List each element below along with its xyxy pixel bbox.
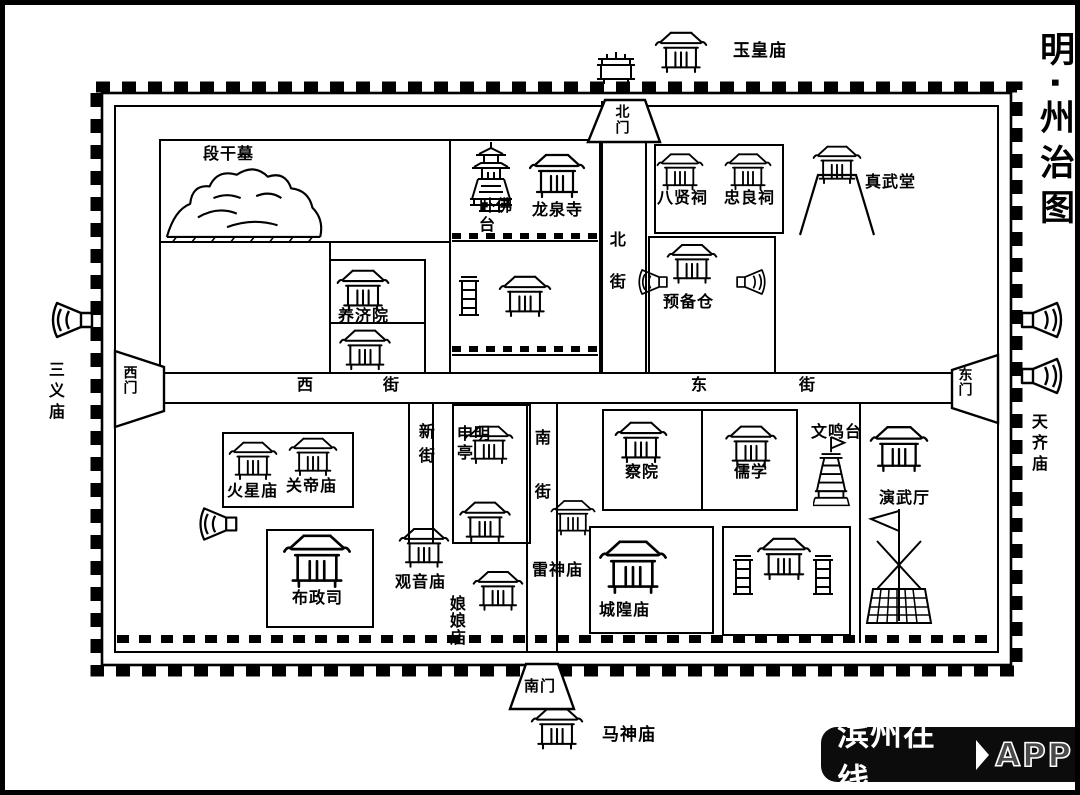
- map-title: 明·州治图: [1034, 31, 1074, 235]
- label-mashenmiao: 马神庙: [602, 725, 656, 745]
- label-south-street: 南街: [531, 429, 551, 537]
- temple-icon-unnamed-1: [339, 329, 391, 371]
- temple-icon-unnamed-3: [459, 501, 511, 543]
- temple-icon-yangjiyuan: [336, 269, 390, 312]
- temple-icon-chayuan: [614, 421, 668, 464]
- temple-icon-unnamed-2: [498, 275, 552, 318]
- map-drawing: [51, 31, 1063, 750]
- label-west-gate: 西门: [121, 365, 138, 395]
- temple-icon-buzhengsi: [282, 534, 352, 588]
- label-buzhengsi: 布政司: [292, 588, 344, 607]
- altar-icon: [596, 51, 636, 85]
- label-leishenmiao: 雷神庙: [532, 560, 584, 579]
- label-shenmingting: 申明亭: [457, 424, 492, 462]
- label-new-street: 新街: [415, 423, 435, 471]
- temple-icon-guandimiao: [288, 437, 338, 477]
- label-chayuan: 察院: [625, 462, 660, 481]
- mound-icon-duanganmu: [165, 168, 323, 243]
- temple-icon-zhenwutang: [812, 145, 862, 185]
- platform-icon-zhenwutang: [798, 173, 876, 236]
- temple-icon-yuhuangmiao: [654, 31, 708, 74]
- temple-icon-chenghuangmiao: [598, 540, 668, 594]
- label-east-street: 东街: [691, 375, 908, 394]
- temple-icon-yanwuting: [869, 425, 929, 473]
- label-ruxue: 儒学: [734, 462, 769, 481]
- label-wenmingtai: 文鸣台: [811, 422, 863, 441]
- gates: [113, 98, 1000, 711]
- label-guanyinmiao: 观音庙: [395, 572, 447, 591]
- temple-icon-unnamed-4: [757, 537, 811, 581]
- label-yuhuangmiao: 玉皇庙: [733, 41, 787, 61]
- label-guandimiao: 关帝庙: [286, 476, 338, 495]
- temple-icon-mashenmiao: [530, 708, 584, 750]
- label-tianqimiao: 天齐庙: [1028, 413, 1048, 476]
- horn-icon-sanyimiao: [51, 301, 94, 339]
- label-north-street: 北街: [606, 231, 626, 315]
- west-gate-shape: [113, 349, 166, 429]
- buildings: [51, 31, 1063, 750]
- temple-icon-guanyinmiao: [398, 527, 450, 568]
- temple-icon-huoxingmiao: [228, 441, 278, 481]
- label-west-street: 西街: [297, 375, 470, 394]
- label-sanyimiao: 三义庙: [45, 361, 65, 424]
- side-building-icon-3: [811, 554, 835, 596]
- south-gate-shape: [508, 662, 576, 711]
- label-south-gate: 南门: [524, 677, 557, 695]
- label-zhenwutang: 真武堂: [865, 172, 917, 191]
- horn-icon-yubeicang-right: [735, 268, 767, 296]
- temple-icon-baxianci: [656, 153, 704, 191]
- temple-icon-zhongliangci: [724, 153, 772, 191]
- temple-icon-longquansi: [528, 153, 586, 199]
- temple-icon-ruxue: [725, 425, 777, 467]
- watermark: 滨州在线 APP: [821, 715, 1075, 790]
- flag-stand-icon: [865, 509, 933, 624]
- side-building-icon-2: [731, 554, 755, 596]
- horn-icon-tianqimiao-2: [1020, 357, 1063, 395]
- watermark-triangle-icon: [976, 739, 990, 770]
- label-yubeicang: 预备仓: [663, 292, 715, 311]
- label-east-gate: 东门: [956, 367, 973, 397]
- label-north-gate: 北门: [613, 104, 630, 136]
- label-zhongliangci: 忠良祠: [724, 188, 776, 207]
- watermark-brand: 滨州在线: [837, 714, 937, 795]
- watermark-suffix: APP: [995, 735, 1073, 775]
- north-gate-shape: [586, 98, 662, 144]
- block-walls: [159, 139, 861, 643]
- label-baxianci: 八贤祠: [657, 188, 709, 207]
- label-duanganmu: 段干墓: [203, 144, 255, 163]
- label-yangjiyuan: 养济院: [338, 306, 390, 325]
- temple-icon-niangniangmiao: [472, 570, 524, 611]
- horn-icon-inner-west: [199, 507, 238, 541]
- tower-icon-wenmingtai: [813, 436, 851, 507]
- label-yanwuting: 演武厅: [879, 488, 931, 507]
- label-huoxingmiao: 火星庙: [227, 481, 279, 500]
- label-niangniangmiao: 娘娘庙: [446, 595, 466, 646]
- horn-icon-tianqimiao-1: [1020, 301, 1063, 339]
- label-longquansi: 龙泉寺: [532, 200, 584, 219]
- temple-icon-yubeicang: [666, 243, 718, 284]
- east-gate-shape: [950, 353, 1000, 425]
- label-wofotai: 卧佛台: [479, 196, 514, 234]
- label-chenghuangmiao: 城隍庙: [599, 600, 651, 619]
- horn-icon-yubeicang-left: [637, 268, 669, 296]
- side-building-icon-1: [458, 276, 480, 316]
